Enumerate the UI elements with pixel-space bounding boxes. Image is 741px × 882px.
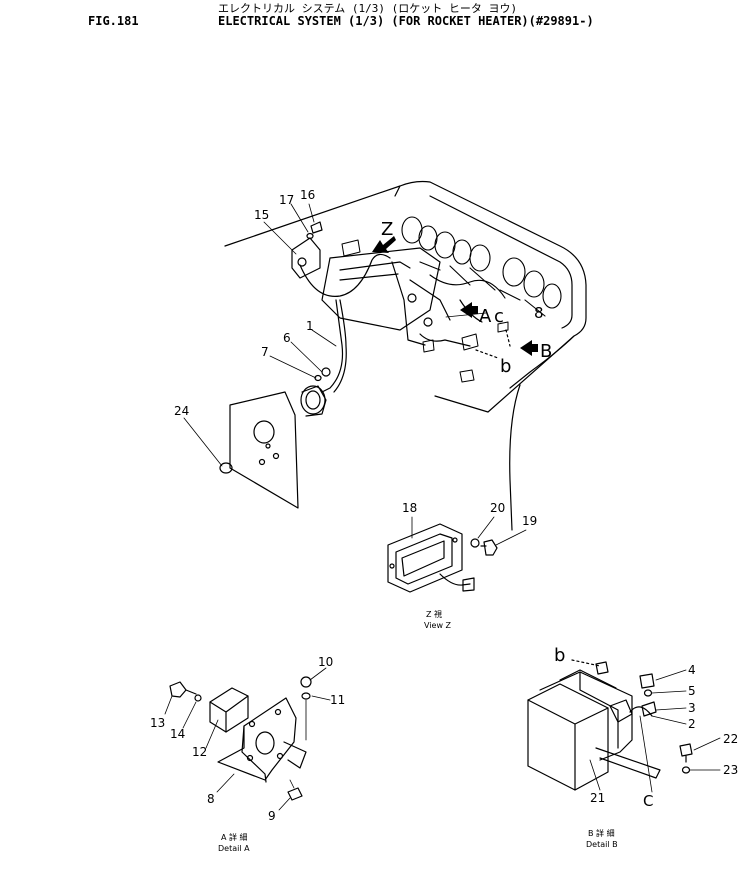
label-arrow-a: A xyxy=(479,306,492,327)
callout-8: 8 xyxy=(207,792,215,806)
clip-3 xyxy=(641,701,657,717)
rocket-heater-switch xyxy=(300,385,327,417)
callout-13: 13 xyxy=(150,716,165,730)
callout-1: 1 xyxy=(306,319,314,333)
callout-12: 12 xyxy=(192,745,207,759)
screw-16 xyxy=(310,221,323,234)
mounting-bracket xyxy=(321,247,451,346)
caption-detail-b-jp: B 詳 細 xyxy=(588,828,615,838)
detail-a-relay xyxy=(209,687,249,733)
nut-10 xyxy=(300,676,312,688)
label-arrow-z: Z xyxy=(381,219,393,240)
callout-10: 10 xyxy=(318,655,333,669)
callout-11: 11 xyxy=(330,693,345,707)
callout-8-main: 8 xyxy=(534,304,544,322)
dashboard-panel xyxy=(224,180,587,531)
bolt-4 xyxy=(639,673,655,689)
b-lower-screw xyxy=(595,661,609,675)
callout-17: 17 xyxy=(279,193,294,207)
arrow-z xyxy=(372,236,396,253)
nut-6 xyxy=(321,367,331,377)
clip-9 xyxy=(287,787,303,801)
callout-3: 3 xyxy=(688,701,696,715)
caption-view-z-jp: Z 視 xyxy=(426,610,442,619)
callout-5: 5 xyxy=(688,684,696,698)
callout-19: 19 xyxy=(522,514,537,528)
callout-22: 22 xyxy=(723,732,738,746)
arrow-b xyxy=(520,340,538,356)
washer-5 xyxy=(643,689,653,697)
label-b-detail: b xyxy=(554,645,565,666)
bolt-22 xyxy=(679,743,693,763)
bolt-13 xyxy=(169,681,197,698)
view-z-controller xyxy=(387,523,475,593)
callout-6: 6 xyxy=(283,331,291,345)
callout-2: 2 xyxy=(688,717,696,731)
caption-detail-b-en: Detail B xyxy=(586,840,618,849)
washer-17 xyxy=(306,232,314,240)
callout-7: 7 xyxy=(261,345,269,359)
leader-lines xyxy=(164,203,721,811)
b-dash-line xyxy=(475,329,511,359)
label-arrow-c: c xyxy=(494,306,504,327)
callout-9: 9 xyxy=(268,809,276,823)
detail-a-leaders xyxy=(289,699,307,789)
detail-b-bracket xyxy=(539,669,661,779)
bolt-19 xyxy=(480,539,498,556)
switch-panel xyxy=(229,391,299,509)
title-english: ELECTRICAL SYSTEM (1/3) (FOR ROCKET HEAT… xyxy=(218,14,594,28)
washer-23 xyxy=(681,766,691,774)
callout-21: 21 xyxy=(590,791,605,805)
callout-20: 20 xyxy=(490,501,505,515)
gauge-cluster xyxy=(401,216,562,317)
figure-number: FIG.181 xyxy=(88,14,139,28)
detail-a-bracket xyxy=(217,697,307,783)
callout-23: 23 xyxy=(723,763,738,777)
callout-15: 15 xyxy=(254,208,269,222)
label-b-lower: b xyxy=(500,356,511,377)
washer-14 xyxy=(194,694,202,702)
callout-4: 4 xyxy=(688,663,696,677)
rocket-heater-resistor xyxy=(291,237,321,279)
callout-14: 14 xyxy=(170,727,185,741)
callout-24: 24 xyxy=(174,404,189,418)
caption-detail-a-en: Detail A xyxy=(218,844,250,853)
caption-view-z-en: View Z xyxy=(424,621,452,630)
callout-16: 16 xyxy=(300,188,315,202)
label-c-upper: C xyxy=(643,792,653,810)
title-japanese: エレクトリカル システム (1/3) (ロケット ヒータ ヨウ) xyxy=(218,2,518,15)
b-lower-dash xyxy=(571,659,601,667)
detail-b-relay xyxy=(527,683,609,791)
caption-detail-a-jp: A 詳 細 xyxy=(221,832,248,842)
label-arrow-b: B xyxy=(540,341,552,362)
washer-11 xyxy=(301,692,311,700)
callout-18: 18 xyxy=(402,501,417,515)
washer-7 xyxy=(314,374,322,382)
wire-2 xyxy=(629,706,653,717)
washer-20 xyxy=(470,538,480,548)
connector-parts xyxy=(341,239,509,383)
knob-24 xyxy=(219,462,233,474)
